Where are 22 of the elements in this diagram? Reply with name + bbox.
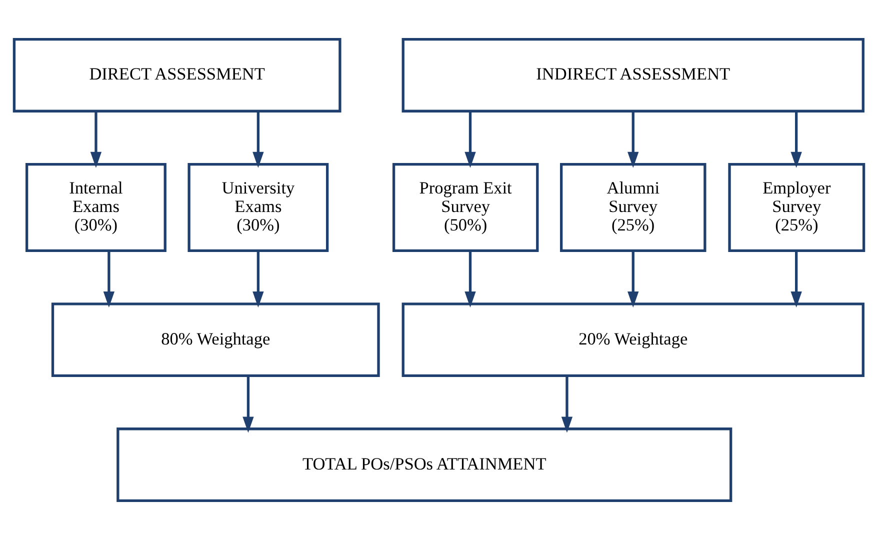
arrow [252, 110, 264, 168]
arrow [561, 375, 573, 432]
node-box: Employer Survey (25%) [728, 162, 866, 252]
arrow [103, 250, 115, 307]
node-box: Internal Exams (30%) [26, 162, 166, 252]
node-box: 20% Weightage [402, 302, 864, 377]
node-box: TOTAL POs/PSOs ATTAINMENT [116, 427, 732, 502]
node-box: DIRECT ASSESSMENT [12, 38, 342, 112]
arrow [90, 110, 102, 168]
arrow [464, 110, 476, 168]
node-box: INDIRECT ASSESSMENT [402, 38, 864, 112]
node-box: Alumni Survey (25%) [560, 162, 706, 252]
node-box: 80% Weightage [51, 302, 380, 377]
arrow [790, 110, 802, 168]
node-box: University Exams (30%) [188, 162, 329, 252]
arrow [790, 250, 802, 307]
arrow [628, 250, 639, 307]
arrow [464, 250, 476, 307]
arrow [242, 375, 254, 432]
arrow [628, 110, 639, 168]
node-box: Program Exit Survey (50%) [392, 162, 539, 252]
arrow [252, 250, 264, 307]
